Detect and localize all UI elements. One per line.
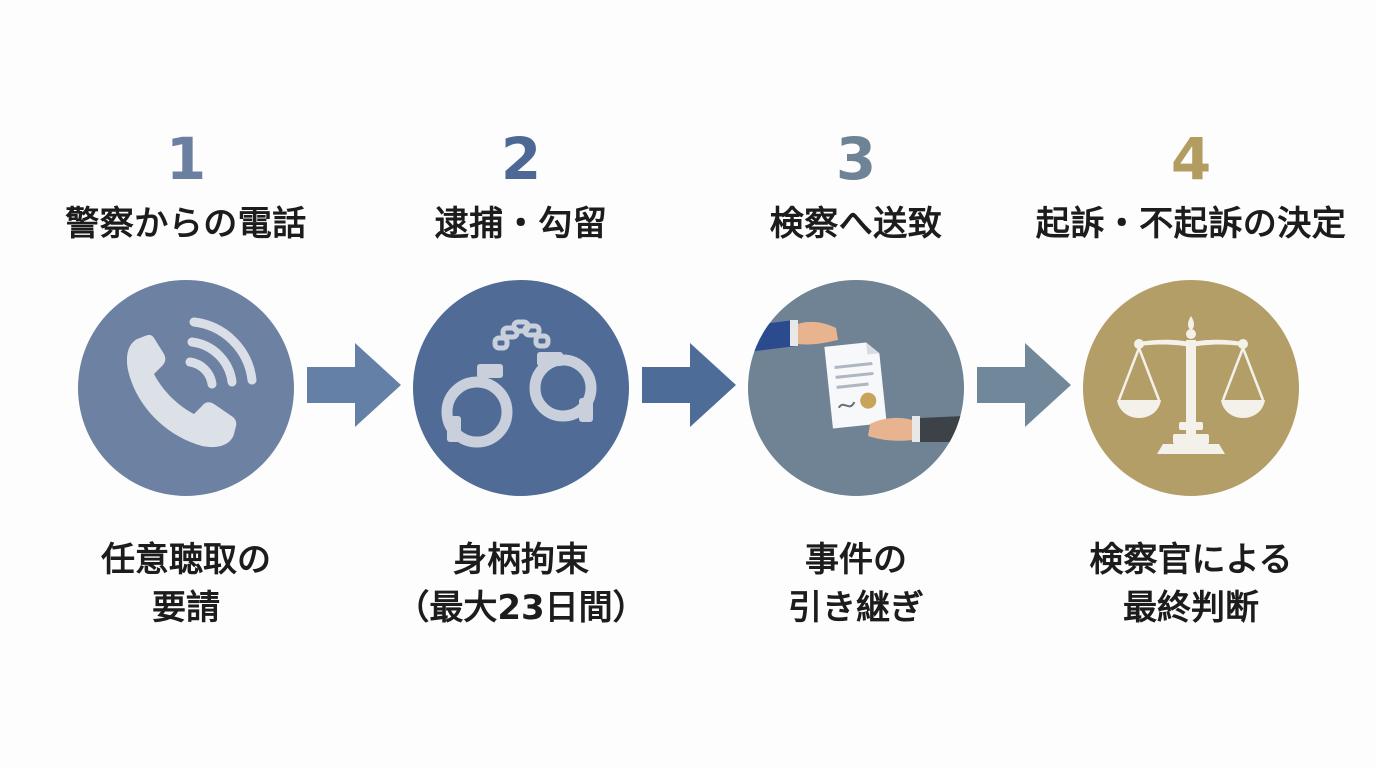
description-line-2: 引き継ぎ (788, 588, 924, 628)
step-1: 1 警察からの電話 任意聴取の 要請 (26, 0, 346, 768)
step-description: 事件の 引き継ぎ (696, 536, 1016, 632)
document-handover-icon-circle (748, 280, 964, 496)
description-line-1: 任意聴取の (101, 540, 271, 580)
arrow-right-icon (307, 343, 401, 427)
step-number: 3 (835, 125, 877, 193)
step-description: 検察官による 最終判断 (1031, 536, 1351, 632)
step-3: 3 検察へ送致 事件の 引き継ぎ (696, 0, 1016, 768)
step-number: 1 (165, 125, 207, 193)
arrow-right-icon (642, 343, 736, 427)
phone-icon-circle (78, 280, 294, 496)
scales-of-justice-icon-circle (1083, 280, 1299, 496)
description-line-1: 身柄拘束 (453, 540, 589, 580)
step-number: 2 (500, 125, 542, 193)
step-description: 身柄拘束 （最大23日間） (361, 536, 681, 632)
step-2: 2 逮捕・勾留 身柄拘束 （最大23日間） (361, 0, 681, 768)
description-line-2: （最大23日間） (395, 588, 647, 628)
description-line-2: 最終判断 (1123, 588, 1259, 628)
step-title: 逮捕・勾留 (434, 204, 608, 244)
handcuffs-icon-circle (413, 280, 629, 496)
description-line-2: 要請 (152, 588, 220, 628)
step-4: 4 起訴・不起訴の決定 (1031, 0, 1351, 768)
arrow-right-icon (977, 343, 1071, 427)
description-line-1: 検察官による (1089, 540, 1293, 580)
step-title: 検察へ送致 (769, 204, 943, 244)
step-title: 起訴・不起訴の決定 (1035, 204, 1347, 244)
step-title: 警察からの電話 (65, 204, 307, 244)
document-handover-icon (748, 320, 964, 442)
step-number: 4 (1170, 125, 1212, 193)
scales-of-justice-icon (1117, 316, 1265, 454)
handcuffs-icon (441, 319, 597, 448)
phone-icon (126, 317, 257, 448)
step-description: 任意聴取の 要請 (26, 536, 346, 632)
description-line-1: 事件の (805, 540, 907, 580)
